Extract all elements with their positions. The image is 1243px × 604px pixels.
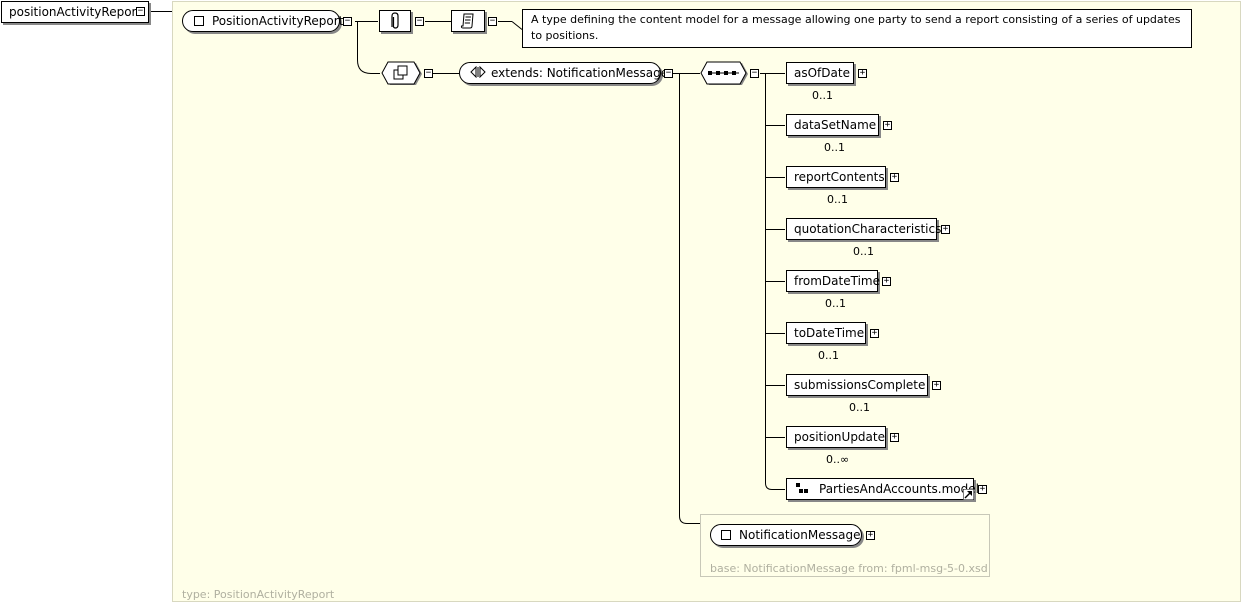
element-name: quotationCharacteristics — [794, 222, 942, 236]
occurrence-label: 0..1 — [825, 297, 846, 310]
base-type-box[interactable]: NotificationMessage — [710, 524, 862, 546]
attribute-group-toggle[interactable]: − — [415, 16, 424, 26]
base-type-container — [700, 514, 990, 577]
root-collapse-toggle[interactable]: − — [136, 6, 145, 16]
paperclip-icon — [391, 12, 399, 29]
documentation-text: A type defining the content model for a … — [522, 9, 1192, 48]
root-element-box[interactable]: positionActivityReport — [1, 1, 150, 23]
element-box[interactable]: toDateTime — [786, 322, 866, 344]
element-expand-toggle[interactable]: + — [882, 276, 891, 286]
occurrence-label: 0..1 — [849, 401, 870, 414]
complex-type-icon — [194, 16, 204, 26]
sequence-toggle[interactable]: − — [750, 68, 759, 78]
element-expand-toggle[interactable]: + — [890, 172, 899, 182]
base-type-toggle[interactable]: + — [866, 530, 875, 540]
element-name: asOfDate — [794, 66, 850, 80]
element-name: reportContents — [794, 170, 885, 184]
element-box[interactable]: dataSetName — [786, 114, 879, 136]
extension-arrows-icon — [470, 65, 486, 79]
base-type-icon — [721, 530, 731, 540]
extends-label: extends: NotificationMessage — [491, 66, 669, 80]
extends-box[interactable]: extends: NotificationMessage — [459, 62, 668, 84]
complex-type-name: PositionActivityReport — [212, 14, 344, 28]
group-ref-icon — [796, 483, 808, 493]
occurrence-label: 0..1 — [818, 349, 839, 362]
element-name: positionUpdate — [794, 430, 885, 444]
annotation-box[interactable] — [451, 10, 485, 32]
element-box[interactable]: quotationCharacteristics — [786, 218, 941, 240]
element-name: submissionsComplete — [794, 378, 926, 392]
occurrence-label: 0..1 — [824, 141, 845, 154]
element-expand-toggle[interactable]: + — [941, 224, 950, 234]
element-box[interactable]: positionUpdate — [786, 426, 886, 448]
group-ref-toggle[interactable]: + — [978, 484, 987, 494]
extension-node-toggle[interactable]: − — [424, 68, 433, 78]
extension-node[interactable] — [380, 61, 424, 87]
element-name: toDateTime — [794, 326, 865, 340]
type-footer: type: PositionActivityReport — [182, 588, 335, 601]
element-box[interactable]: asOfDate — [786, 62, 854, 84]
documentation-scroll-icon — [460, 13, 474, 29]
element-expand-toggle[interactable]: + — [858, 68, 867, 78]
element-expand-toggle[interactable]: + — [870, 328, 879, 338]
root-element-label: positionActivityReport — [9, 5, 142, 19]
annotation-toggle[interactable]: − — [488, 16, 497, 26]
occurrence-label: 0..1 — [827, 193, 848, 206]
extends-toggle[interactable]: − — [664, 68, 673, 78]
occurrence-label: 0..1 — [812, 89, 833, 102]
complex-type-panel — [172, 1, 1241, 602]
element-expand-toggle[interactable]: + — [932, 380, 941, 390]
element-box[interactable]: reportContents — [786, 166, 886, 188]
element-box[interactable]: fromDateTime — [786, 270, 880, 292]
element-name: dataSetName — [794, 118, 877, 132]
occurrence-label: 0..1 — [853, 245, 874, 258]
element-expand-toggle[interactable]: + — [890, 432, 899, 442]
element-box[interactable]: submissionsComplete — [786, 374, 928, 396]
group-ref-box[interactable]: PartiesAndAccounts.model — [786, 478, 979, 500]
reference-arrow-icon — [963, 489, 974, 500]
sequence-node[interactable] — [700, 61, 750, 87]
group-ref-name: PartiesAndAccounts.model — [819, 482, 979, 496]
element-name: fromDateTime — [794, 274, 880, 288]
element-expand-toggle[interactable]: + — [883, 120, 892, 130]
complex-type-box[interactable]: PositionActivityReport — [182, 10, 344, 32]
base-type-name: NotificationMessage — [739, 528, 861, 542]
occurrence-label: 0..∞ — [826, 453, 850, 466]
attribute-group-box[interactable] — [379, 10, 411, 32]
complex-type-toggle[interactable]: − — [343, 16, 352, 26]
base-type-caption: base: NotificationMessage from: fpml-msg… — [710, 562, 988, 575]
